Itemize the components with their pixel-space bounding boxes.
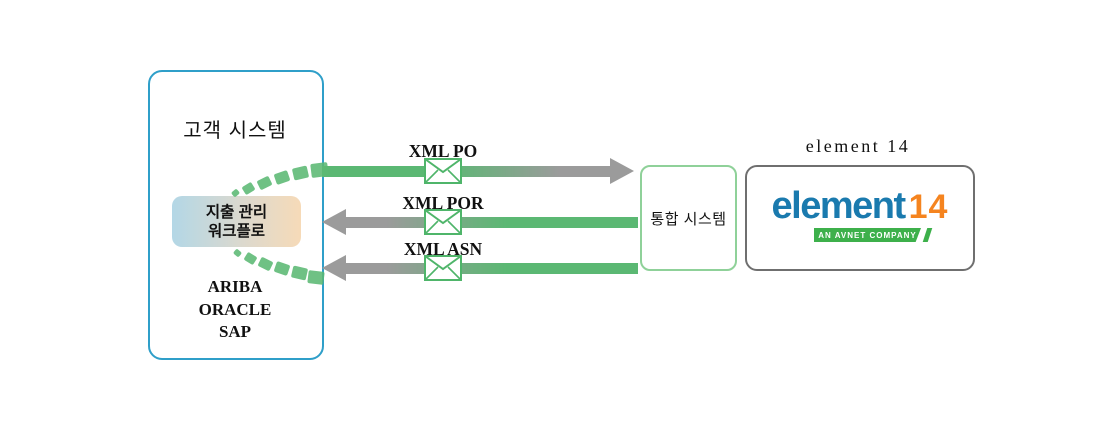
integration-system-title: 통합 시스템 — [650, 210, 727, 228]
customer-system-title: 고객 시스템 — [183, 120, 287, 142]
erp-system-oracle: ORACLE — [198, 299, 272, 319]
arrow-xml-po-head — [610, 158, 634, 184]
arrow-xml-por-shaft — [346, 217, 638, 228]
element14-header: element 14 — [805, 136, 911, 156]
arrow-xml-po-shaft — [322, 166, 612, 177]
envelope-icon — [424, 158, 462, 184]
element14-logo-word: element — [771, 185, 907, 227]
envelope-icon — [424, 209, 462, 235]
flow-label-xml-por: XML POR — [402, 193, 484, 213]
dashed-arc-segment — [307, 270, 325, 285]
flow-label-xml-po: XML PO — [408, 141, 478, 161]
erp-system-ariba: ARIBA — [207, 277, 263, 296]
erp-system-sap: SAP — [218, 322, 252, 341]
avnet-banner: AN AVNET COMPANY — [814, 228, 921, 242]
arrow-xml-asn-shaft — [346, 263, 638, 274]
spend-workflow-box: 지출 관리 워크플로 — [172, 196, 301, 247]
integration-system-box: 통합 시스템 — [640, 165, 737, 271]
dashed-arc-segment — [310, 162, 329, 178]
workflow-label-line1: 지출 관리 — [205, 203, 268, 221]
arrow-xml-por-head — [322, 209, 346, 235]
erp-systems-list: ARIBA ORACLE SAP — [148, 276, 322, 344]
envelope-icon — [424, 255, 462, 281]
element14-logo-number: 14 — [908, 188, 949, 226]
flow-label-xml-asn: XML ASN — [403, 239, 483, 259]
workflow-label-line2: 워크플로 — [207, 222, 266, 240]
avnet-banner-text: AN AVNET COMPANY — [818, 230, 917, 240]
arrow-xml-asn-head — [322, 255, 346, 281]
